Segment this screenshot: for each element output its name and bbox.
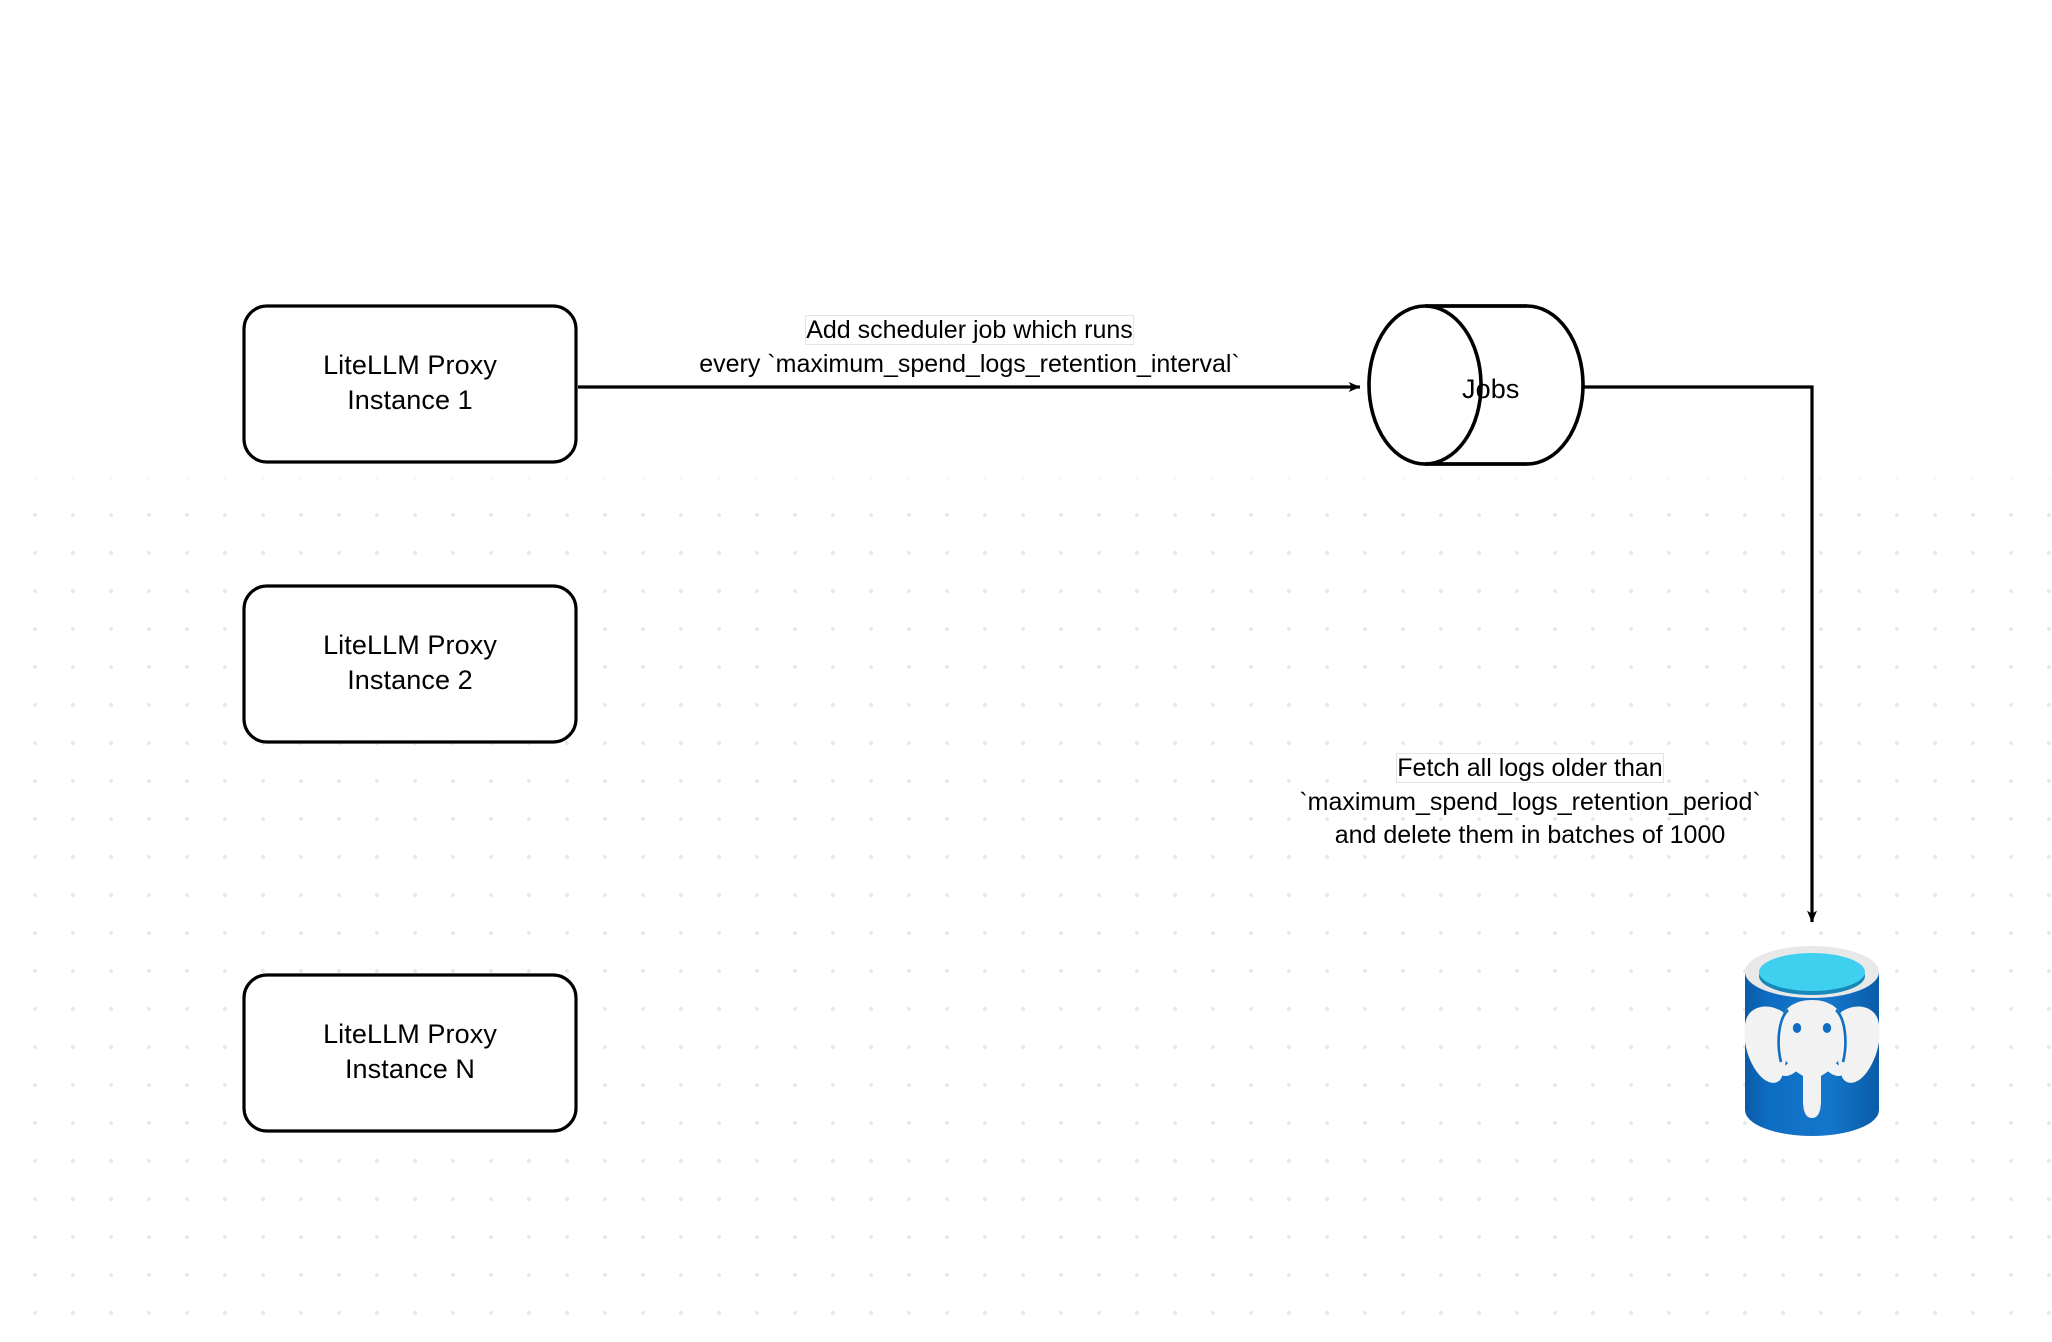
proxy-2-line-1: LiteLLM Proxy xyxy=(323,630,497,660)
edge-jobs-to-postgres xyxy=(1583,385,1817,923)
edge2-label-line-3: and delete them in batches of 1000 xyxy=(1334,821,1726,849)
proxy-1-line-1: LiteLLM Proxy xyxy=(323,350,497,380)
proxy-2-line-2: Instance 2 xyxy=(347,665,473,696)
edge-label-line-1: Add scheduler job which runs xyxy=(806,316,1133,344)
proxy-n-line-2: Instance N xyxy=(344,1054,476,1085)
postgresql-elephant-eyes xyxy=(1792,1023,1832,1033)
node-proxy-instance-2[interactable] xyxy=(242,584,578,744)
edge2-label-line-1: Fetch all logs older than xyxy=(1397,754,1663,782)
node-postgresql-database[interactable] xyxy=(1744,946,1880,1136)
node-proxy-instance-1[interactable] xyxy=(242,304,578,464)
edge-label-add-scheduler-job: Add scheduler job which runs every `maxim… xyxy=(611,314,1328,381)
postgresql-elephant-ear-lines xyxy=(1777,1009,1847,1063)
edge2-label-line-2: `maximum_spend_logs_retention_period` xyxy=(1299,787,1761,816)
jobs-node-label: Jobs xyxy=(1462,372,1602,407)
jobs-label-text: Jobs xyxy=(1462,374,1520,404)
node-proxy-instance-n[interactable] xyxy=(242,973,578,1133)
node-jobs-queue[interactable] xyxy=(1367,304,1585,466)
proxy-n-line-1: LiteLLM Proxy xyxy=(323,1019,497,1049)
edge-label-line-2: every `maximum_spend_logs_retention_inte… xyxy=(699,349,1240,378)
proxy-1-line-2: Instance 1 xyxy=(347,385,473,416)
edge-label-fetch-and-delete-logs: Fetch all logs older than `maximum_spend_… xyxy=(1245,752,1815,853)
